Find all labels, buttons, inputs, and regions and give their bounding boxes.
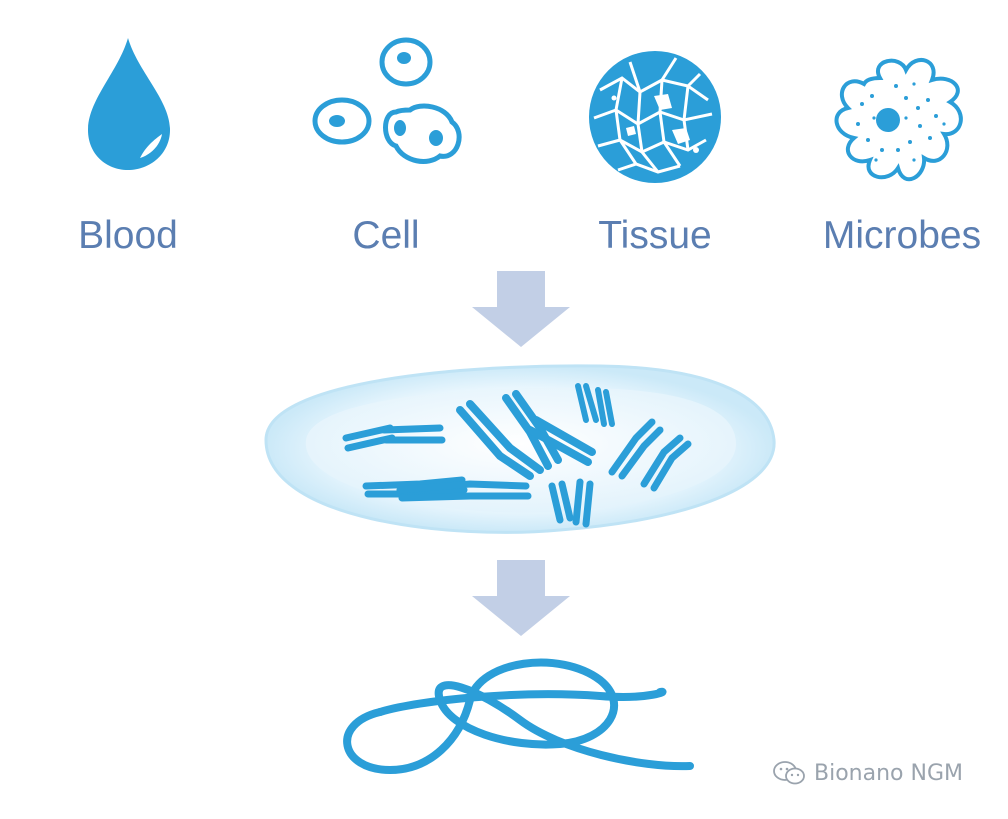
label-microbes: Microbes	[822, 214, 982, 257]
watermark: Bionano NGM	[772, 758, 963, 788]
chromosome-dish	[264, 364, 776, 534]
tissue-circle-icon	[589, 51, 721, 183]
label-blood: Blood	[78, 214, 178, 257]
microbe-amoeba-icon	[834, 58, 963, 182]
label-cell: Cell	[352, 214, 420, 257]
label-tissue: Tissue	[598, 214, 712, 257]
dna-strand	[343, 658, 694, 774]
wechat-icon	[773, 761, 805, 785]
down-arrow-2	[472, 560, 570, 636]
water-drop-icon	[88, 38, 170, 170]
cells-icon	[312, 37, 462, 164]
watermark-text: Bionano NGM	[814, 760, 963, 786]
down-arrow-1	[472, 271, 570, 347]
